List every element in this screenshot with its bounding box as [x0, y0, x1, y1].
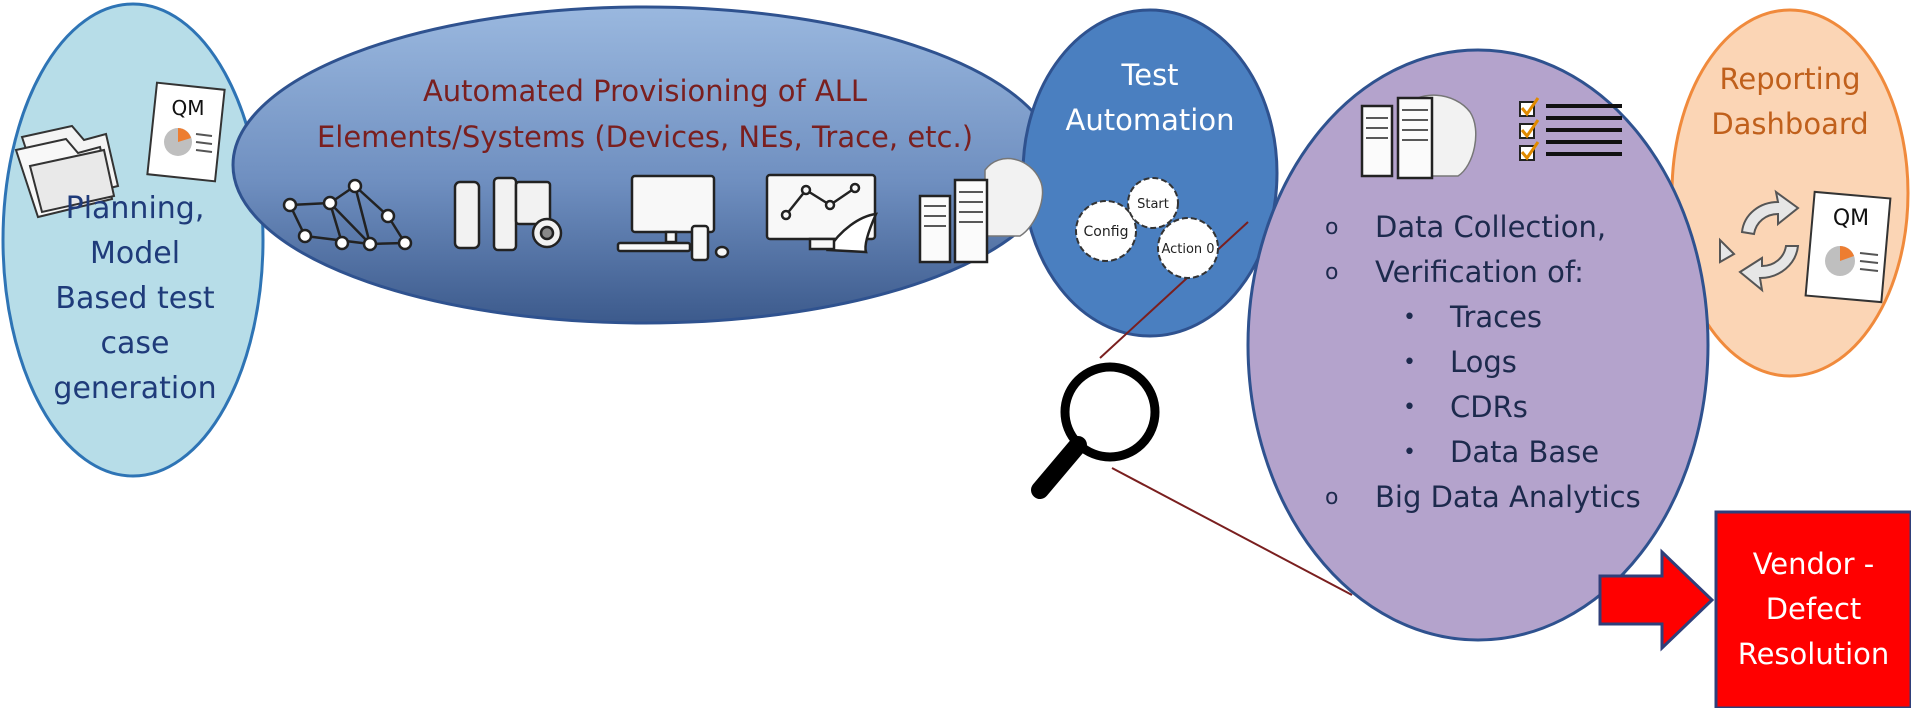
checklist-icon — [1519, 97, 1622, 161]
cycle-arrows-icon — [1719, 189, 1800, 293]
planning-line: Model — [89, 236, 181, 271]
network-graph-icon — [282, 178, 413, 252]
gear-start-label: Start — [1137, 197, 1169, 212]
magnifier-icon — [1031, 362, 1160, 499]
vendor-line: Resolution — [1737, 637, 1890, 671]
reporting-line1: Reporting — [1719, 62, 1861, 96]
list-item: •Traces — [1403, 300, 1543, 334]
folders-icon — [14, 124, 120, 219]
provisioning-title-line1: Automated Provisioning of ALL — [422, 74, 868, 108]
server-rack-icon — [918, 157, 1044, 264]
provisioning-title: Automated Provisioning of ALL Elements/S… — [280, 68, 1010, 160]
gear-action-label: Action 0 — [1161, 242, 1214, 257]
planning-line: Planning, — [65, 191, 205, 226]
provisioning-title-line2: Elements/Systems (Devices, NEs, Trace, e… — [316, 120, 974, 154]
vendor-label: Vendor - Defect Resolution — [1716, 542, 1911, 677]
desktop-computer-icon — [616, 174, 730, 262]
qm-report-icon — [146, 81, 226, 183]
test-automation-label: Test Automation — [1040, 53, 1260, 143]
list-item: •Data Base — [1403, 435, 1600, 469]
list-item: •Logs — [1403, 345, 1517, 379]
gear-config-icon — [1075, 200, 1137, 262]
vendor-line: Defect — [1765, 592, 1862, 626]
monitor-network-icon — [765, 173, 879, 254]
planning-line: Based test — [55, 281, 215, 316]
planning-label: Planning, Model Based test case generati… — [30, 186, 240, 411]
vendor-box — [1714, 510, 1911, 708]
gear-start-icon — [1127, 177, 1179, 229]
list-item: •CDRs — [1403, 390, 1528, 424]
planning-qm-label: QM — [171, 96, 205, 120]
gear-config-label: Config — [1084, 224, 1129, 240]
planning-line: generation — [53, 371, 217, 406]
reporting-qm-label: QM — [1832, 206, 1870, 231]
vendor-line: Vendor - — [1752, 547, 1875, 581]
data-server-icon — [1360, 94, 1477, 180]
magnifier-line-top — [1099, 221, 1249, 359]
mobile-devices-icon — [453, 176, 563, 252]
data-collection-ellipse — [1246, 48, 1710, 642]
reporting-line2: Dashboard — [1711, 107, 1869, 141]
planning-line: case — [100, 326, 170, 361]
test-automation-line1: Test — [1121, 58, 1179, 92]
provisioning-ellipse — [231, 5, 1059, 325]
magnifier-line-bottom — [1111, 467, 1353, 596]
red-arrow-icon — [1598, 548, 1715, 652]
test-automation-line2: Automation — [1065, 103, 1235, 137]
reporting-label: Reporting Dashboard — [1680, 57, 1900, 147]
qm-dashboard-report-icon — [1804, 190, 1892, 304]
gear-action-icon — [1157, 217, 1219, 279]
